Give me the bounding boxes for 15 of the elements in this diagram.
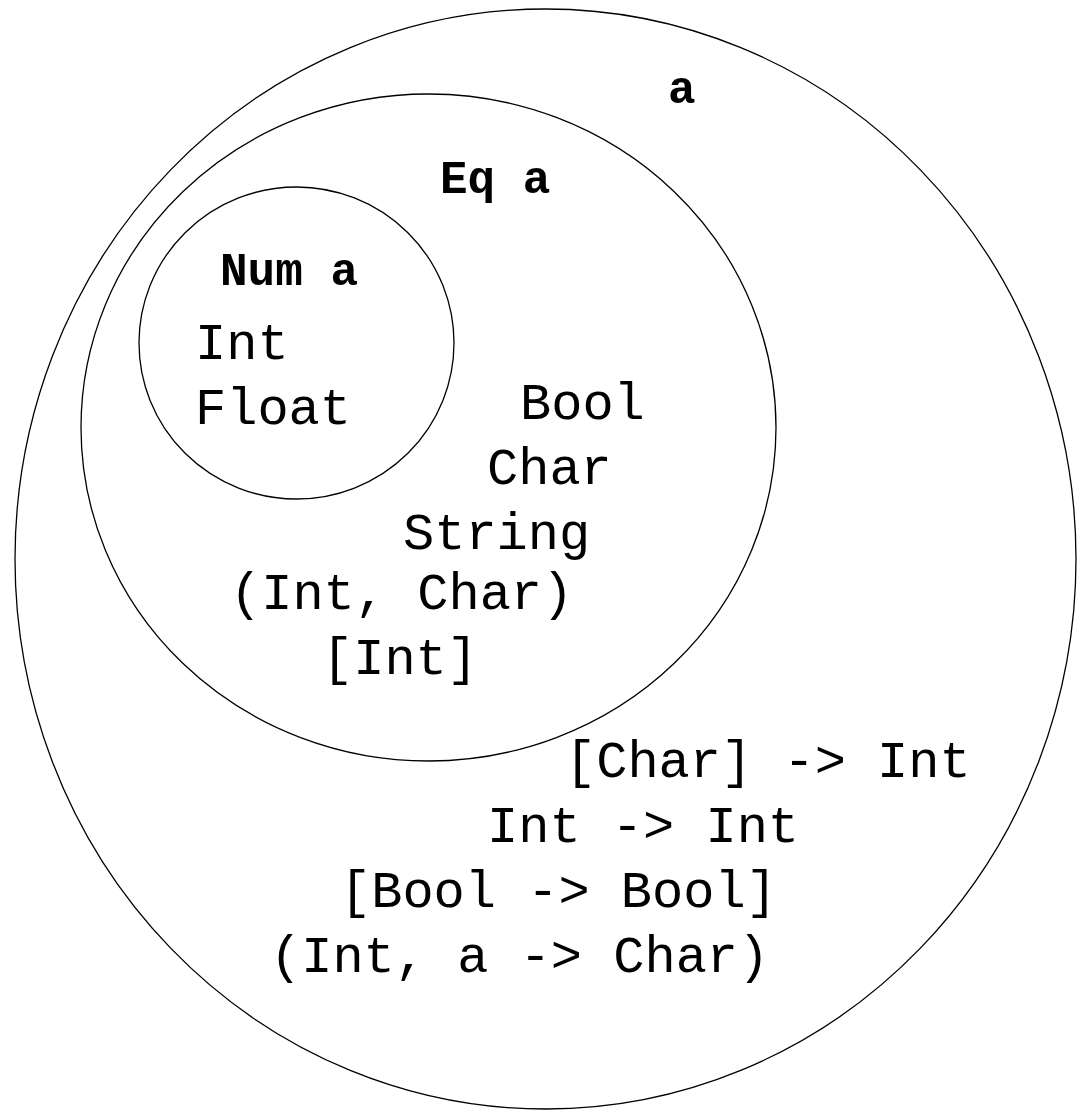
type-name: (Int, Char) <box>230 570 574 622</box>
set-label: Num a <box>220 250 359 296</box>
type-name: Float <box>195 385 352 437</box>
type-name: Int -> Int <box>487 803 800 855</box>
type-name: (Int, a -> Char) <box>270 933 770 985</box>
set-label: a <box>668 68 696 114</box>
type-name: Bool <box>520 380 645 432</box>
set-circle <box>14 8 1077 1110</box>
type-name: Char <box>487 445 612 497</box>
type-name: String <box>403 510 591 562</box>
type-name: [Bool -> Bool] <box>340 868 777 920</box>
type-name: [Int] <box>322 635 479 687</box>
set-label: Eq a <box>440 158 551 204</box>
type-name: Int <box>195 320 289 372</box>
type-name: [Char] -> Int <box>565 738 971 790</box>
